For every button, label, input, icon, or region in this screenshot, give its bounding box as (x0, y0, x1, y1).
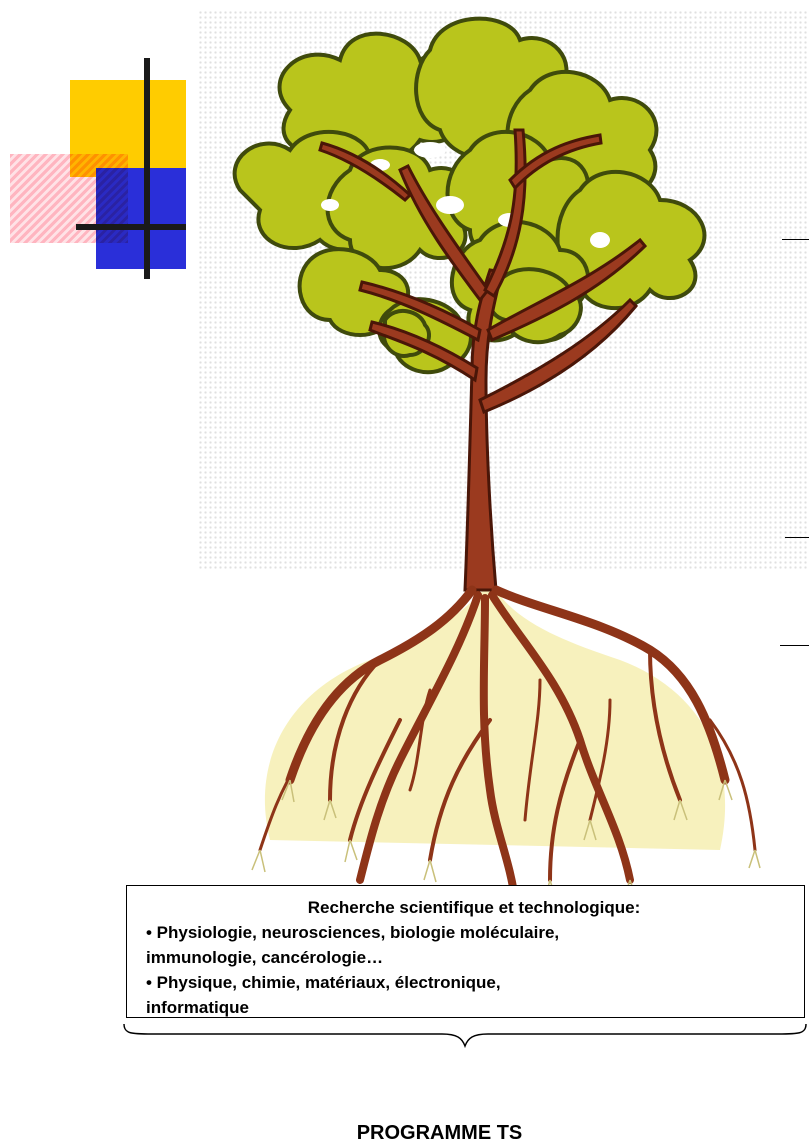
research-title: Recherche scientifique et technologique: (146, 895, 794, 920)
research-line: • Physiologie, neurosciences, biologie m… (146, 920, 794, 945)
research-line: immunologie, cancérologie… (146, 945, 794, 970)
side-marker-line (782, 239, 809, 240)
decor-horizontal-bar (76, 224, 186, 230)
side-marker-line (785, 537, 809, 538)
research-line: • Physique, chimie, matériaux, électroni… (146, 970, 794, 995)
foliage (235, 19, 705, 373)
program-label: PROGRAMME TS (0, 1122, 809, 1145)
decor-vertical-bar (144, 58, 150, 279)
curly-brace-icon (122, 1022, 808, 1048)
tree-illustration-icon (180, 0, 780, 925)
research-text-box: Recherche scientifique et technologique:… (126, 885, 805, 1018)
side-marker-line (780, 645, 809, 646)
research-line: informatique (146, 995, 794, 1020)
